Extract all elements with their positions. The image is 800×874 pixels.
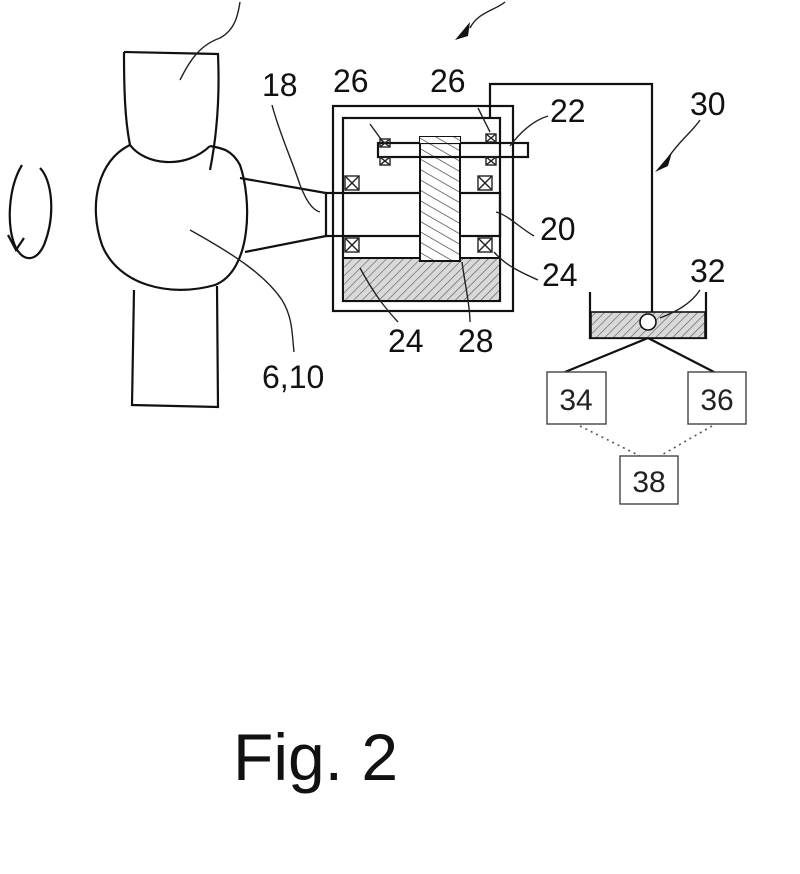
ref-label-18: 18 (262, 67, 298, 103)
housing (326, 106, 528, 311)
ref-label-24-right: 24 (542, 257, 578, 293)
ref-label-30: 30 (690, 86, 726, 122)
box-36-label: 36 (700, 384, 733, 417)
box-38-label: 38 (632, 466, 665, 499)
dotted-link-34-38 (580, 426, 640, 456)
ref-label-6-10: 6,10 (262, 359, 324, 395)
arrow-housing (455, 2, 505, 40)
leader-20 (496, 212, 534, 236)
rotation-arrow (8, 165, 51, 258)
ref-label-24-bottom: 24 (388, 323, 424, 359)
box-36: 36 (688, 372, 746, 424)
leader-18 (272, 105, 320, 212)
box-34: 34 (547, 372, 606, 424)
container (565, 292, 714, 372)
box-38: 38 (620, 456, 678, 504)
leader-upper (180, 2, 240, 80)
joint-outline (96, 52, 326, 407)
ref-label-26-right: 26 (430, 63, 466, 99)
ref-label-20: 20 (540, 211, 576, 247)
box-34-label: 34 (559, 384, 592, 417)
ref-label-22: 22 (550, 93, 586, 129)
figure-caption: Fig. 2 (233, 720, 398, 794)
leader-26a (370, 124, 383, 142)
ref-label-32: 32 (690, 253, 726, 289)
ref-label-26-left: 26 (333, 63, 369, 99)
leader-22 (510, 116, 548, 146)
dotted-link-36-38 (660, 426, 712, 456)
leader-26b (478, 108, 490, 132)
ref-label-28: 28 (458, 323, 494, 359)
arrow-30 (655, 120, 700, 172)
